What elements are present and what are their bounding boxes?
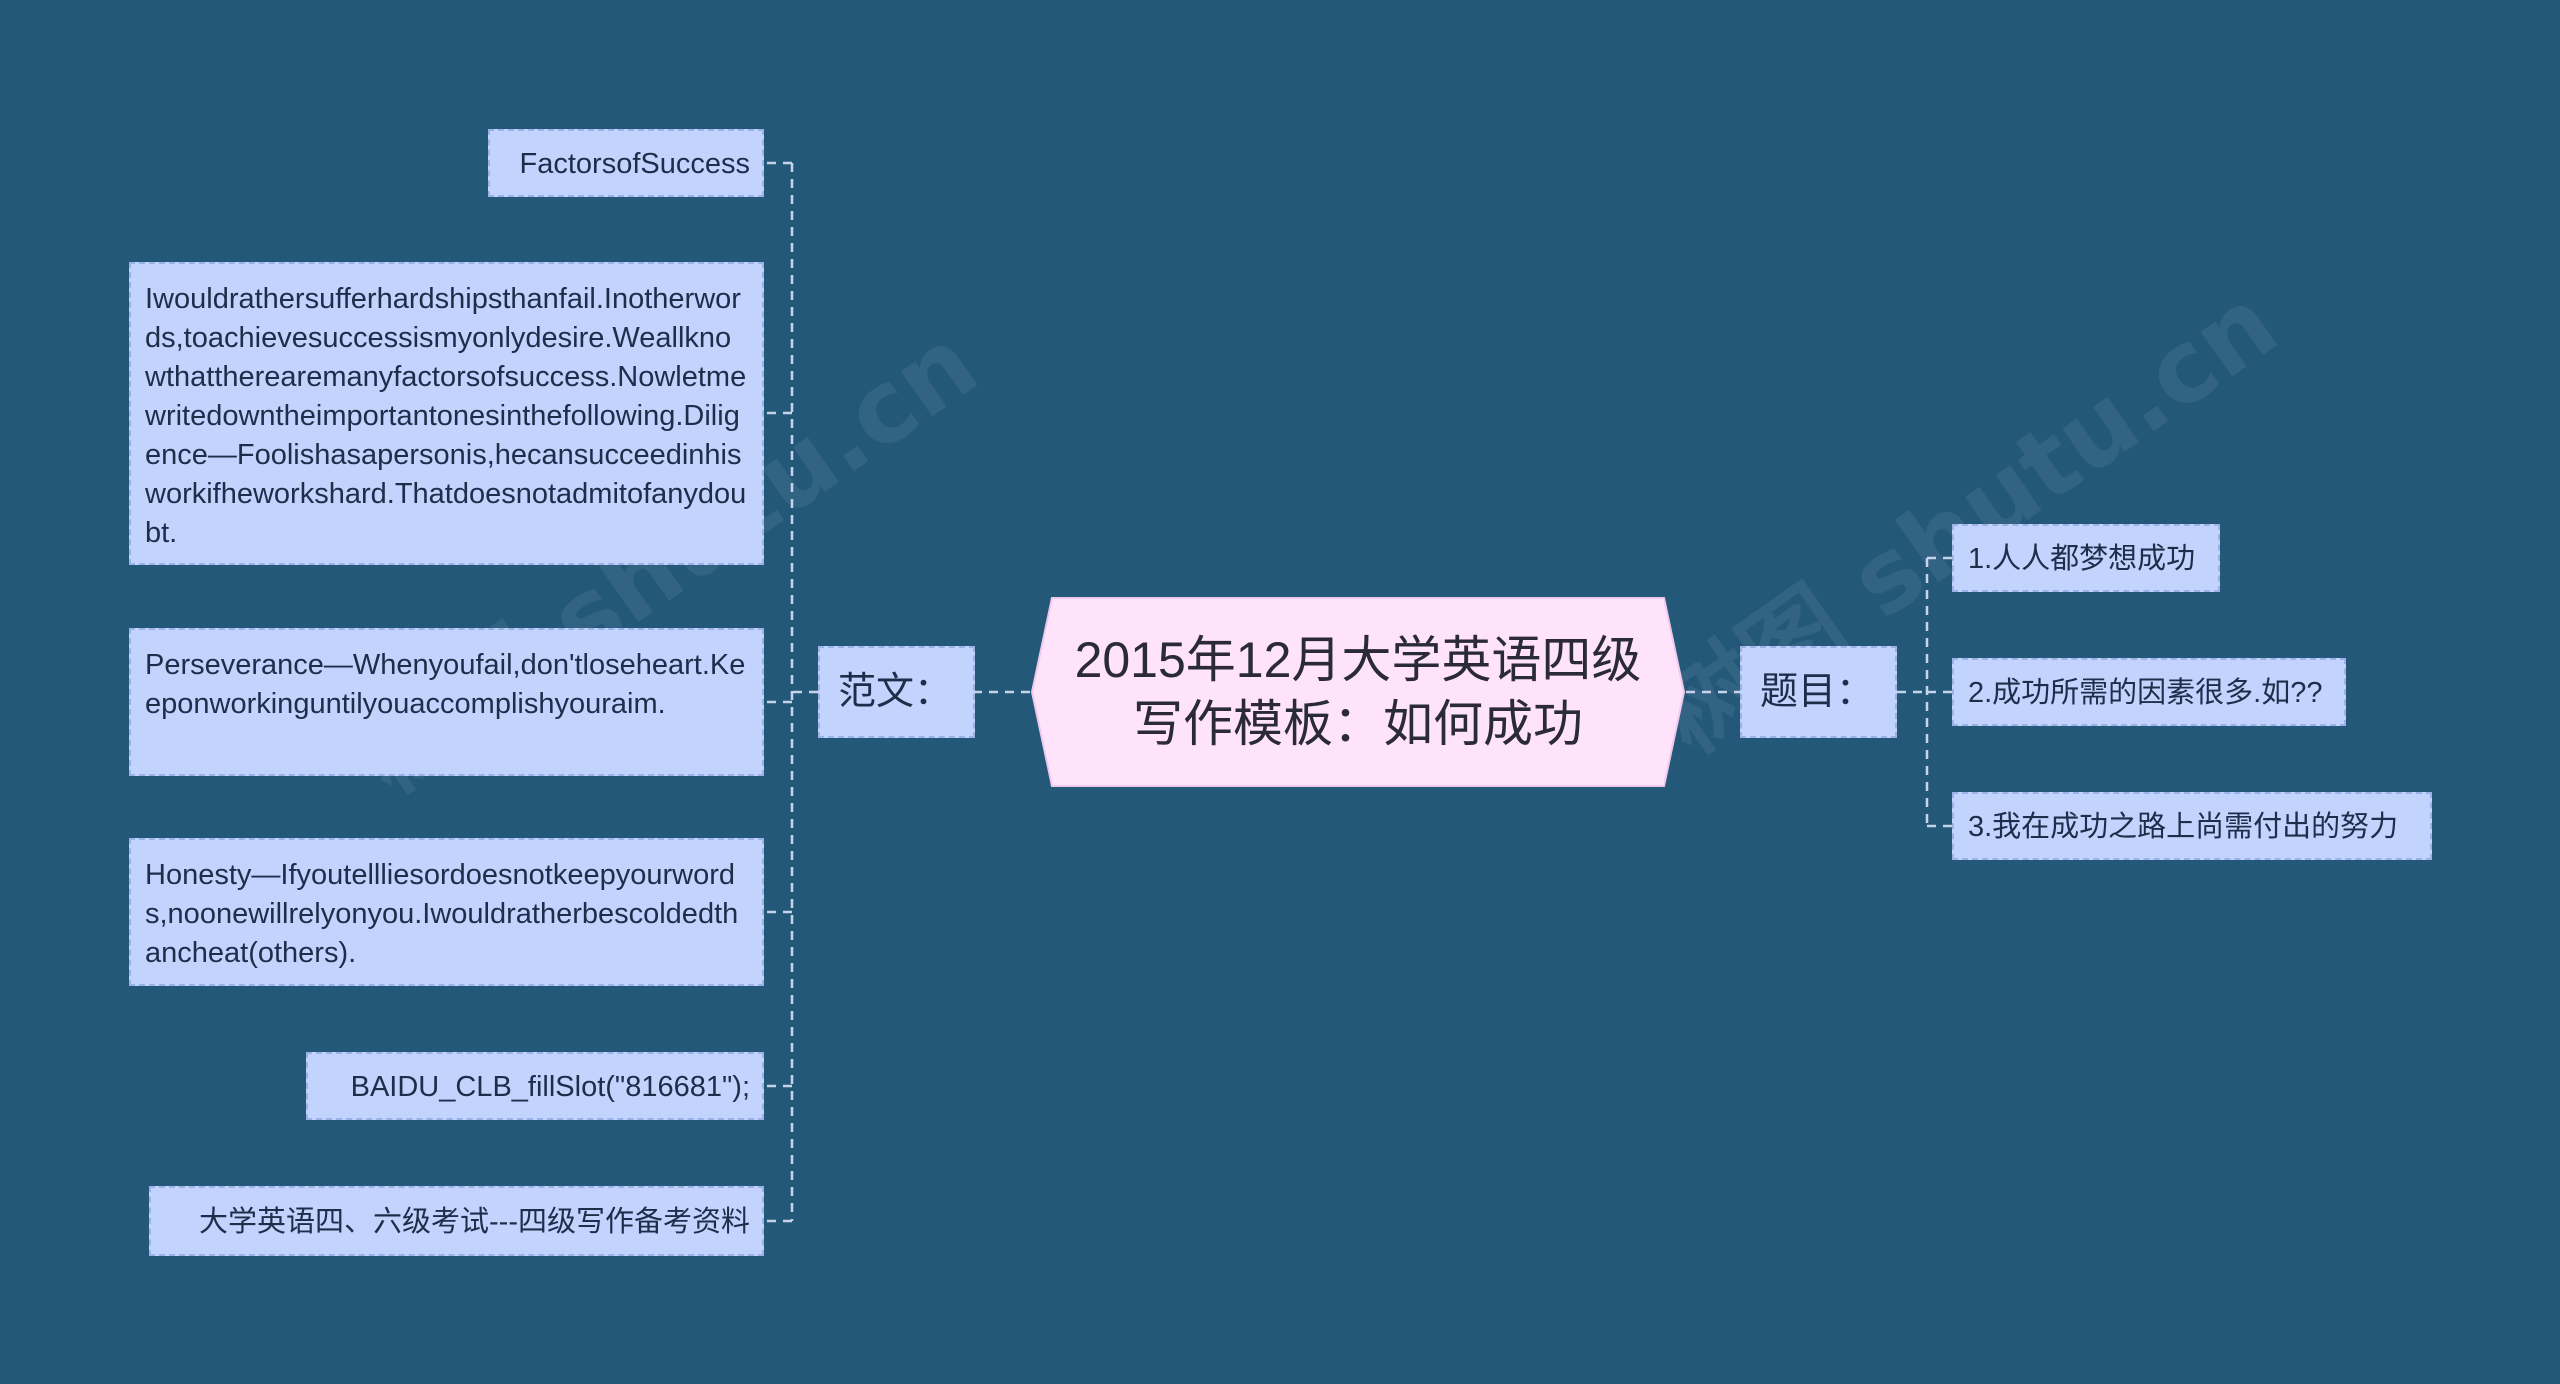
leaf-essay-intro[interactable]: Iwouldrathersufferhardshipsthanfail.Inot…: [129, 262, 764, 565]
branch-label: 题目：: [1760, 671, 1875, 713]
leaf-text: 1.人人都梦想成功: [1968, 543, 2196, 575]
leaf-topic-3[interactable]: 3.我在成功之路上尚需付出的努力: [1952, 792, 2432, 860]
branch-topic[interactable]: 题目：: [1740, 646, 1897, 738]
leaf-text: Honesty—Ifyoutellliesordoesnotkeepyourwo…: [145, 859, 739, 969]
leaf-text: 大学英语四、六级考试---四级写作备考资料: [199, 1206, 750, 1238]
leaf-text: BAIDU_CLB_fillSlot("816681");: [350, 1071, 750, 1103]
leaf-topic-2[interactable]: 2.成功所需的因素很多.如??: [1952, 658, 2346, 726]
leaf-script-slot[interactable]: BAIDU_CLB_fillSlot("816681");: [306, 1052, 764, 1120]
leaf-text: Iwouldrathersufferhardshipsthanfail.Inot…: [145, 283, 747, 549]
leaf-exam-resource[interactable]: 大学英语四、六级考试---四级写作备考资料: [149, 1186, 764, 1256]
leaf-honesty[interactable]: Honesty—Ifyoutellliesordoesnotkeepyourwo…: [129, 838, 764, 986]
branch-label: 范文：: [838, 671, 953, 713]
leaf-factors-title[interactable]: FactorsofSuccess: [488, 129, 764, 197]
leaf-text: 3.我在成功之路上尚需付出的努力: [1968, 811, 2399, 843]
leaf-topic-1[interactable]: 1.人人都梦想成功: [1952, 524, 2220, 592]
leaf-text: Perseverance—Whenyoufail,don'tloseheart.…: [145, 649, 746, 720]
root-shape: [1030, 597, 1686, 787]
leaf-text: 2.成功所需的因素很多.如??: [1968, 677, 2323, 709]
root-topic[interactable]: 2015年12月大学英语四级写作模板：如何成功: [1030, 596, 1686, 788]
branch-sample-essay[interactable]: 范文：: [818, 646, 975, 738]
leaf-perseverance[interactable]: Perseverance—Whenyoufail,don'tloseheart.…: [129, 628, 764, 776]
root-title: 2015年12月大学英语四级写作模板：如何成功: [1074, 632, 1642, 752]
leaf-text: FactorsofSuccess: [519, 148, 750, 180]
